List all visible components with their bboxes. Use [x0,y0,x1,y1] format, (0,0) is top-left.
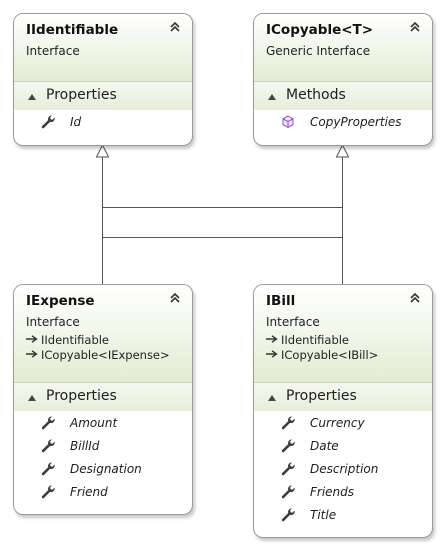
type-kind: Interface [26,315,80,329]
wrench-icon [281,416,295,430]
property-member[interactable]: Description [254,458,432,480]
collapse-triangle-icon[interactable] [268,94,276,100]
iexpense-box[interactable]: IExpense Interface IIdentifiable ICopyab… [13,284,193,515]
wrench-icon [281,508,295,522]
wrench-icon [281,439,295,453]
type-name: ICopyable<T> [266,22,374,38]
section-header[interactable]: Methods [254,81,432,110]
property-member[interactable]: BillId [14,435,192,457]
method-member[interactable]: CopyProperties [254,111,432,133]
section-label: Methods [286,87,346,103]
section-header[interactable]: Properties [14,81,192,110]
inherit-arrow-icon [266,335,278,343]
property-member[interactable]: Id [14,111,192,133]
member-name: Friends [310,485,355,499]
inheritance-arrowhead [335,143,350,158]
member-name: BillId [70,439,100,453]
member-name: Currency [310,416,365,430]
collapse-triangle-icon[interactable] [28,395,36,401]
wrench-icon [281,462,295,476]
iidentifiable-box[interactable]: IIdentifiable Interface Properties Id [13,13,193,146]
member-name: Date [310,439,339,453]
section-header[interactable]: Properties [254,382,432,411]
collapse-triangle-icon[interactable] [268,395,276,401]
wrench-icon [41,462,55,476]
property-member[interactable]: Currency [254,412,432,434]
box-header: IBill Interface IIdentifiable ICopyable<… [254,285,432,382]
inherit-arrow-icon [26,350,38,358]
member-name: Id [70,115,82,129]
section-header[interactable]: Properties [14,382,192,411]
property-member[interactable]: Amount [14,412,192,434]
member-name: Title [310,508,337,522]
inheritance-arrowhead [95,143,110,158]
inherits-name: ICopyable<IBill> [281,348,379,362]
type-kind: Generic Interface [266,44,371,58]
wrench-icon [41,439,55,453]
inherits-name: ICopyable<IExpense> [41,348,170,362]
wrench-icon [41,416,55,430]
box-header: IIdentifiable Interface [14,14,192,81]
double-chevron-up-icon[interactable] [168,20,182,34]
method-cube-icon [282,115,294,128]
section-label: Properties [46,388,117,404]
property-member[interactable]: Friend [14,481,192,503]
double-chevron-up-icon[interactable] [408,20,422,34]
box-header: ICopyable<T> Generic Interface [254,14,432,81]
inherits-name: IIdentifiable [41,333,110,347]
icopyable-box[interactable]: ICopyable<T> Generic Interface Methods C… [253,13,433,146]
type-kind: Interface [26,44,80,58]
box-header: IExpense Interface IIdentifiable ICopyab… [14,285,192,382]
wrench-icon [41,115,55,129]
wrench-icon [281,485,295,499]
ibill-box[interactable]: IBill Interface IIdentifiable ICopyable<… [253,284,433,538]
inherits-item: ICopyable<IExpense> [26,348,170,362]
double-chevron-up-icon[interactable] [408,291,422,305]
wrench-icon [41,485,55,499]
collapse-triangle-icon[interactable] [28,94,36,100]
section-label: Properties [286,388,357,404]
type-name: IBill [266,293,296,309]
property-member[interactable]: Date [254,435,432,457]
member-name: Friend [70,485,108,499]
member-name: CopyProperties [310,115,402,129]
inherits-item: ICopyable<IBill> [266,348,378,362]
inherit-arrow-icon [266,350,278,358]
property-member[interactable]: Designation [14,458,192,480]
inherits-item: IIdentifiable [26,333,109,347]
section-label: Properties [46,87,117,103]
type-name: IIdentifiable [26,22,119,38]
double-chevron-up-icon[interactable] [168,291,182,305]
member-name: Description [310,462,379,476]
member-name: Designation [70,462,142,476]
type-kind: Interface [266,315,320,329]
inherits-name: IIdentifiable [281,333,350,347]
type-name: IExpense [26,293,95,309]
inherit-arrow-icon [26,335,38,343]
property-member[interactable]: Title [254,504,432,526]
member-name: Amount [70,416,118,430]
inherits-item: IIdentifiable [266,333,349,347]
property-member[interactable]: Friends [254,481,432,503]
